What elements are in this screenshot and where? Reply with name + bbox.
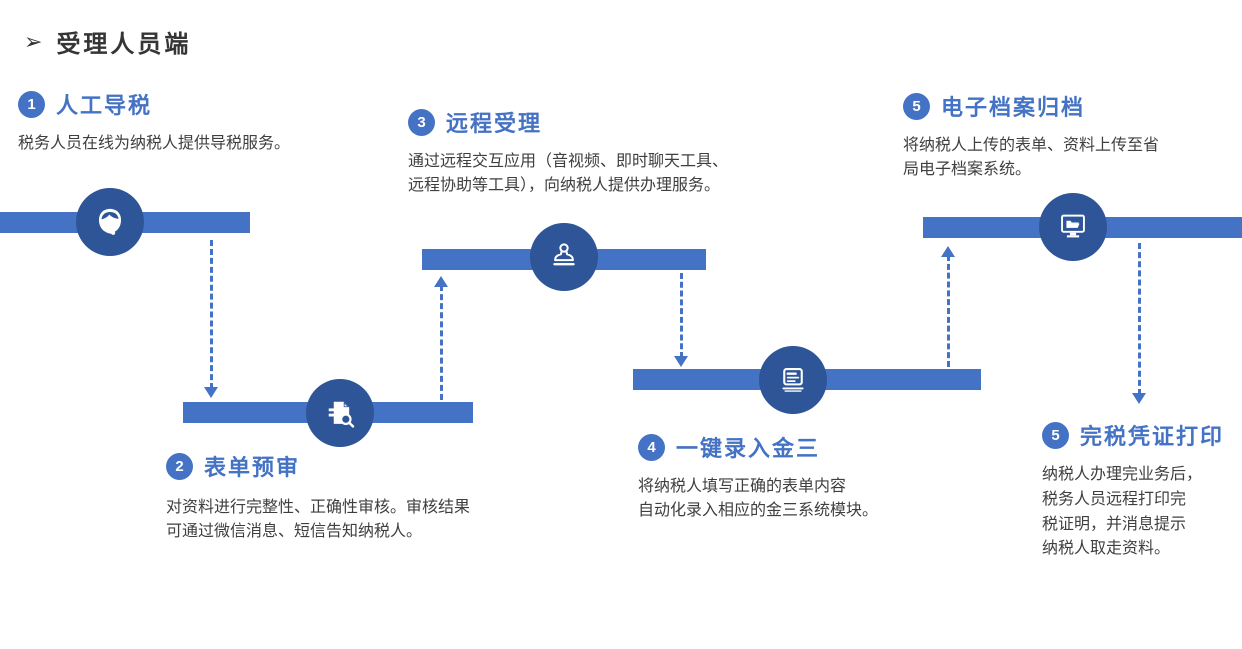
dashed-line [1137, 243, 1141, 395]
node-step2 [306, 379, 374, 447]
dashed-line [209, 240, 213, 389]
step-3-description: 通过远程交互应用（音视频、即时聊天工具、 远程协助等工具），向纳税人提供办理服务… [408, 153, 729, 194]
step-3-header: 3 远程受理 [408, 106, 848, 138]
step-5-header: 5 电子档案归档 [903, 90, 1233, 122]
stamp-icon [553, 243, 575, 266]
step-block-4: 4 一键录入金三 将纳税人填写正确的表单内容 自动化录入相应的金三系统模块。 [638, 431, 968, 523]
node-step1 [76, 188, 144, 256]
arrow-bullet-icon: ➢ [24, 28, 43, 54]
step-6-number-badge: 5 [1042, 421, 1069, 449]
document-search-icon [328, 401, 355, 428]
dashed-line [439, 285, 443, 400]
step-5-number-badge: 5 [903, 92, 930, 120]
headset-agent-icon [98, 208, 122, 235]
arrow-down-icon [674, 356, 688, 367]
arrow-up-icon [941, 246, 955, 257]
step-4-header: 4 一键录入金三 [638, 431, 968, 463]
connector-step3-to-step4 [674, 273, 688, 367]
step-1-header: 1 人工导税 [18, 88, 388, 120]
step-block-1: 1 人工导税 税务人员在线为纳税人提供导税服务。 [18, 88, 388, 156]
step-3-number-badge: 3 [408, 108, 435, 136]
connector-step4-to-step5 [941, 246, 955, 367]
dashed-line [946, 255, 950, 367]
node-step4 [759, 346, 827, 414]
step-block-5: 5 电子档案归档 将纳税人上传的表单、资料上传至省 局电子档案系统。 [903, 90, 1233, 182]
step-2-number-badge: 2 [166, 452, 193, 480]
connector-step1-to-step2 [204, 240, 218, 398]
step-2-title: 表单预审 [204, 455, 301, 480]
dashed-line [679, 273, 683, 358]
step-6-title: 完税凭证打印 [1080, 424, 1225, 449]
monitor-folder-icon [1061, 214, 1085, 238]
step-1-title: 人工导税 [56, 93, 153, 118]
step-4-number-badge: 4 [638, 433, 665, 461]
form-entry-icon [782, 368, 804, 392]
step-1-number-badge: 1 [18, 90, 45, 118]
step-block-3: 3 远程受理 通过远程交互应用（音视频、即时聊天工具、 远程协助等工具），向纳税… [408, 106, 848, 198]
step-5-description: 将纳税人上传的表单、资料上传至省 局电子档案系统。 [903, 137, 1160, 178]
arrow-up-icon [434, 276, 448, 287]
connector-step2-to-step3 [434, 276, 448, 400]
step-2-header: 2 表单预审 [166, 450, 576, 482]
arrow-down-icon [204, 387, 218, 398]
node-step3 [530, 223, 598, 291]
step-6-description: 纳税人办理完业务后， 税务人员远程打印完 税证明，并消息提示 纳税人取走资料。 [1042, 466, 1203, 558]
step-block-6: 5 完税凭证打印 纳税人办理完业务后， 税务人员远程打印完 税证明，并消息提示 … [1042, 419, 1242, 562]
step-2-description: 对资料进行完整性、正确性审核。审核结果 可通过微信消息、短信告知纳税人。 [166, 499, 471, 540]
step-1-description: 税务人员在线为纳税人提供导税服务。 [18, 135, 291, 152]
page-header: ➢ 受理人员端 [24, 24, 191, 59]
page-title: 受理人员端 [56, 31, 192, 58]
step-5-title: 电子档案归档 [941, 95, 1086, 120]
step-6-header: 5 完税凭证打印 [1042, 419, 1242, 451]
step-4-title: 一键录入金三 [676, 436, 821, 461]
step-block-2: 2 表单预审 对资料进行完整性、正确性审核。审核结果 可通过微信消息、短信告知纳… [166, 450, 576, 544]
step-3-title: 远程受理 [446, 111, 543, 136]
step-4-description: 将纳税人填写正确的表单内容 自动化录入相应的金三系统模块。 [638, 478, 879, 519]
node-step5 [1039, 193, 1107, 261]
arrow-down-icon [1132, 393, 1146, 404]
connector-step5-to-step6 [1132, 243, 1146, 404]
